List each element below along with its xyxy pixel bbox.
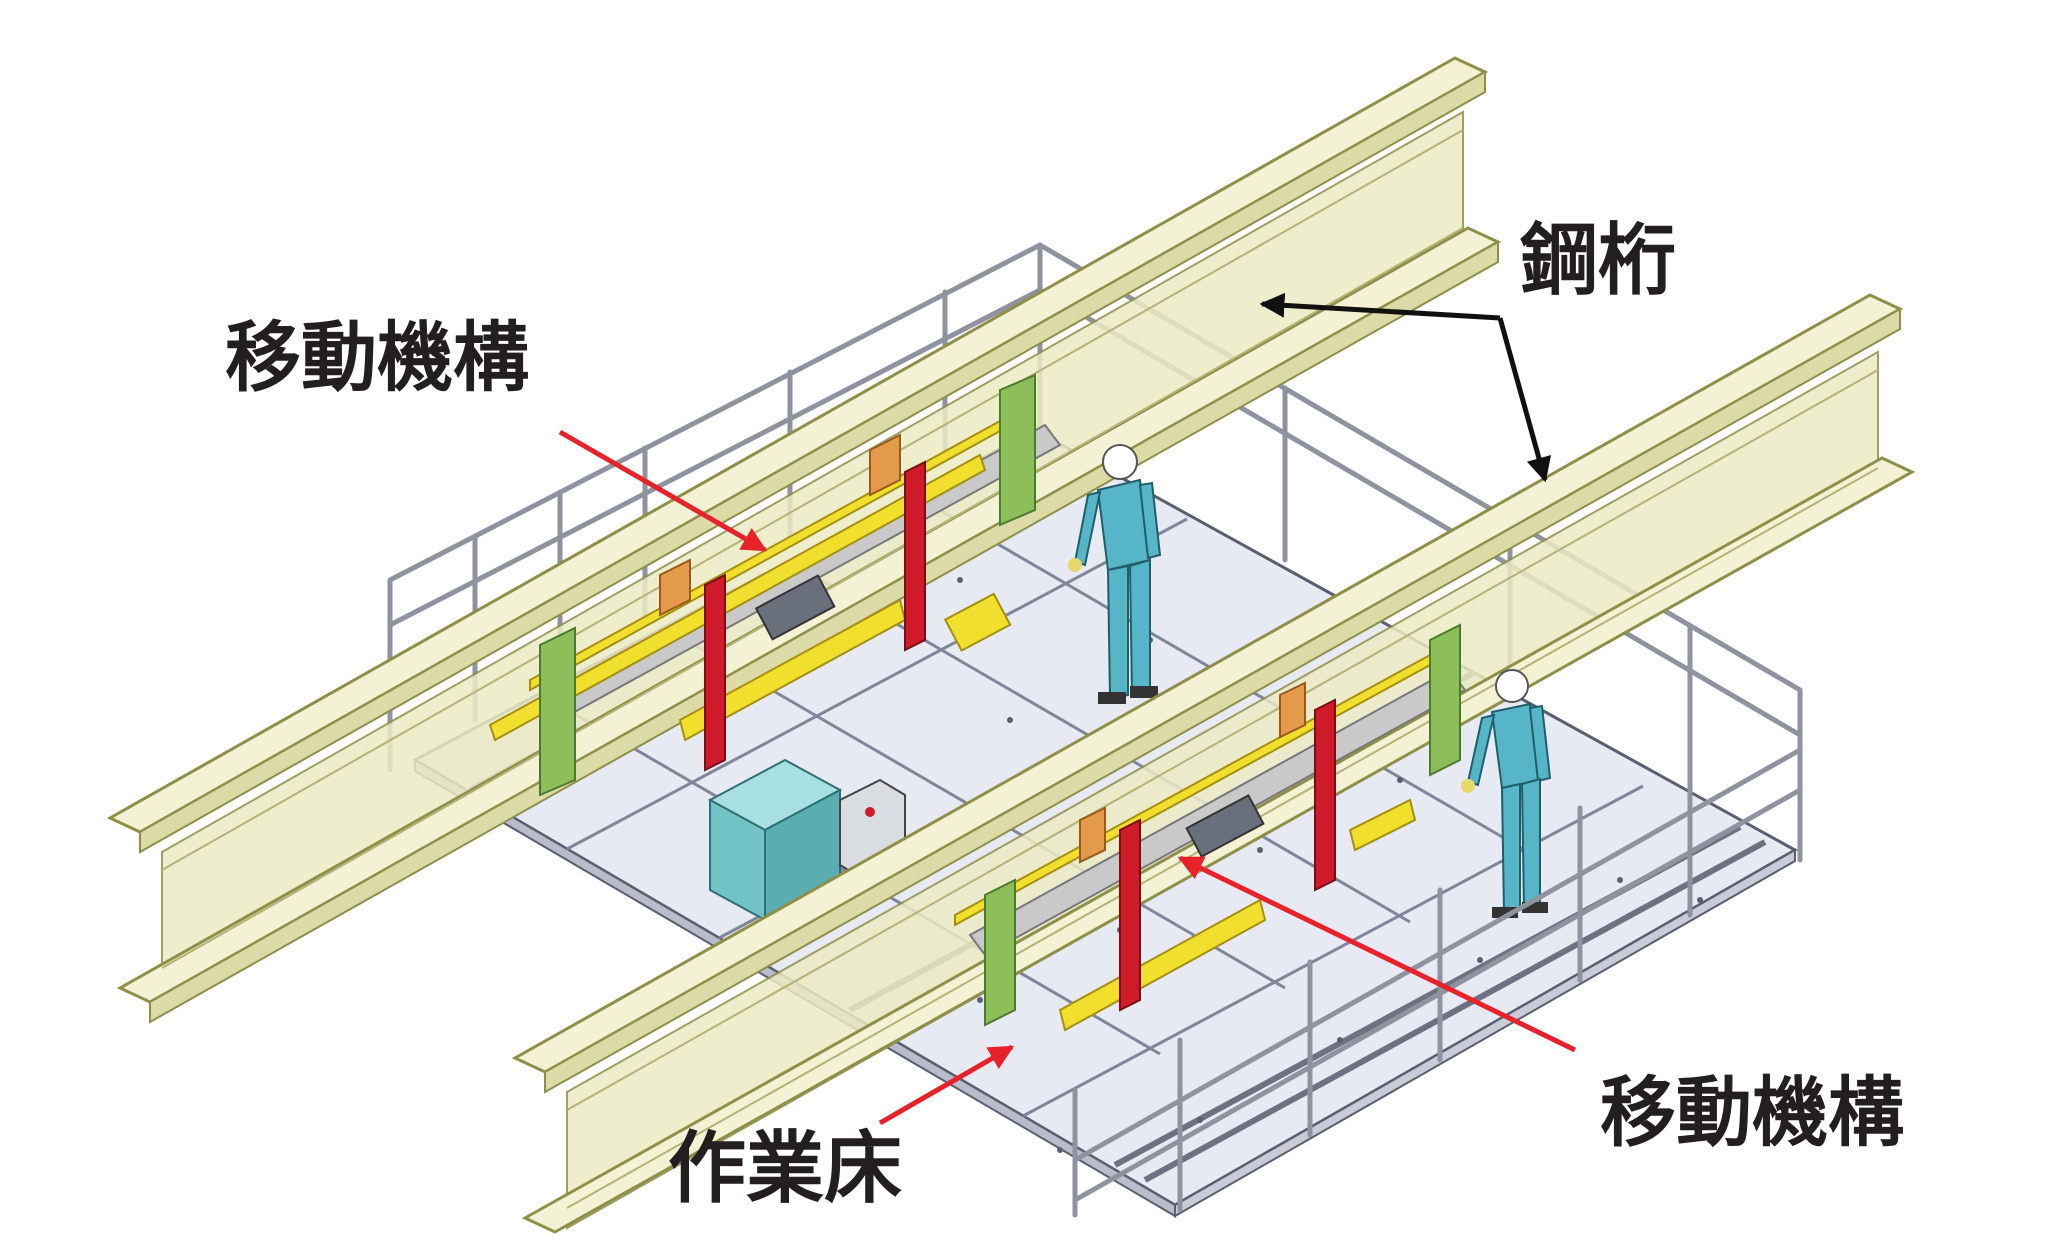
label-moving-mechanism-top: 移動機構 (225, 313, 529, 402)
moving-mechanism-2 (954, 623, 1467, 1032)
annotation-arrows (558, 292, 1577, 1126)
worker-1 (1068, 444, 1162, 704)
label-moving-mechanism-bottom: 移動機構 (1600, 1068, 1904, 1157)
moving-mechanism-1 (488, 373, 1062, 797)
helmet-icon (1102, 444, 1138, 480)
worker-2 (1461, 669, 1552, 918)
label-work-floor: 作業床 (668, 1124, 903, 1214)
label-steel-girder: 鋼桁 (1520, 216, 1677, 306)
handrail-front (1072, 742, 1803, 1218)
